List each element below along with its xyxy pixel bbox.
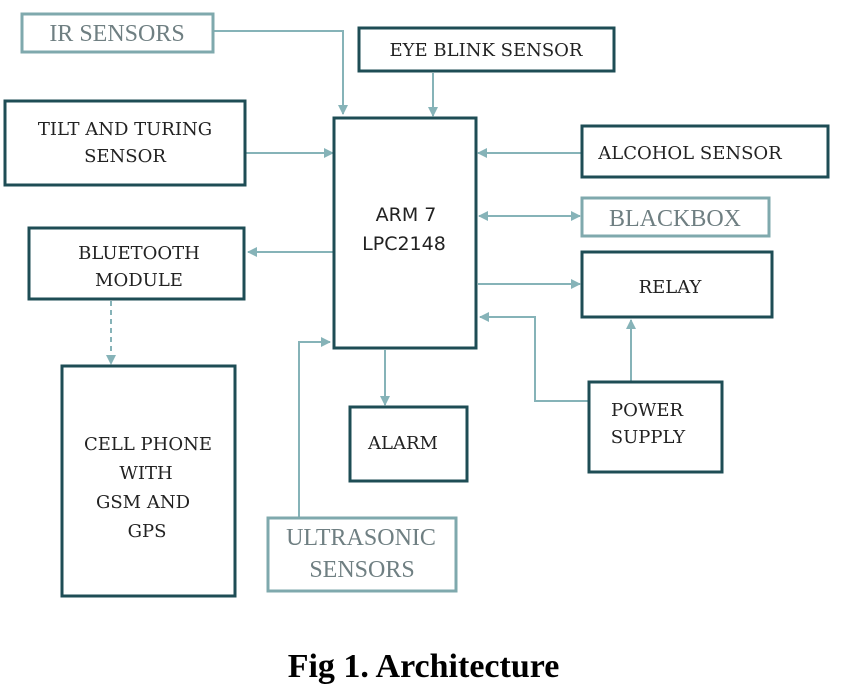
ir-sensors-block: IR SENSORS — [20, 12, 215, 54]
power-supply-label-line1: POWER — [611, 400, 684, 421]
cell-phone-block: CELL PHONE WITH GSM AND GPS — [60, 364, 237, 598]
power-supply-box — [587, 380, 724, 474]
alarm-box — [348, 405, 469, 483]
relay-box — [580, 250, 774, 319]
controller-label-line1: ARM 7 — [376, 204, 437, 226]
controller-block: ARM 7 LPC2148 — [332, 116, 478, 350]
controller-box — [332, 116, 478, 350]
ir-sensors-label: IR SENSORS — [49, 21, 184, 47]
alcohol-sensor-block: ALCOHOL SENSOR — [580, 124, 830, 179]
bluetooth-module-box — [27, 226, 246, 301]
eye-blink-sensor-block: EYE BLINK SENSOR — [357, 26, 616, 73]
alarm-block: ALARM — [348, 405, 469, 483]
ultrasonic-sensors-block: ULTRASONIC SENSORS — [266, 516, 458, 593]
tilt-sensor-block: TILT AND TURING SENSOR — [3, 99, 247, 187]
alcohol-sensor-box — [580, 124, 830, 179]
connector-power-to-controller — [479, 312, 588, 402]
eye-blink-sensor-label: EYE BLINK SENSOR — [390, 40, 583, 61]
ultrasonic-sensors-label-line1: ULTRASONIC — [286, 525, 436, 551]
blackbox-box — [580, 196, 771, 238]
blackbox-block: BLACKBOX — [580, 196, 771, 238]
relay-label: RELAY — [639, 277, 703, 298]
connectors — [106, 30, 636, 517]
blackbox-label: BLACKBOX — [609, 206, 741, 232]
cell-phone-label-line1: CELL PHONE — [84, 434, 212, 455]
tilt-sensor-box — [3, 99, 247, 187]
ultrasonic-sensors-label-line2: SENSORS — [309, 557, 414, 583]
controller-label-line2: LPC2148 — [362, 233, 446, 255]
cell-phone-label-line4: GPS — [128, 521, 167, 542]
cell-phone-label-line3: GSM AND — [96, 492, 190, 513]
tilt-sensor-label-line1: TILT AND TURING — [38, 119, 212, 140]
figure-caption: Fig 1. Architecture — [287, 648, 560, 685]
connector-ir-to-controller — [213, 30, 348, 115]
alarm-label: ALARM — [367, 433, 438, 454]
eye-blink-sensor-box — [357, 26, 616, 73]
cell-phone-box — [60, 364, 237, 598]
tilt-sensor-label-line2: SENSOR — [84, 146, 166, 167]
cell-phone-label-line2: WITH — [119, 463, 172, 484]
connector-ultrasonic-to-controller — [298, 337, 331, 517]
bluetooth-module-block: BLUETOOTH MODULE — [27, 226, 246, 301]
bluetooth-module-label-line2: MODULE — [95, 270, 183, 291]
ir-sensors-box — [20, 12, 215, 54]
ultrasonic-sensors-box — [266, 516, 458, 593]
power-supply-block: POWER SUPPLY — [587, 380, 724, 474]
relay-block: RELAY — [580, 250, 774, 319]
bluetooth-module-label-line1: BLUETOOTH — [78, 243, 200, 264]
alcohol-sensor-label: ALCOHOL SENSOR — [597, 143, 782, 164]
power-supply-label-line2: SUPPLY — [611, 427, 687, 448]
